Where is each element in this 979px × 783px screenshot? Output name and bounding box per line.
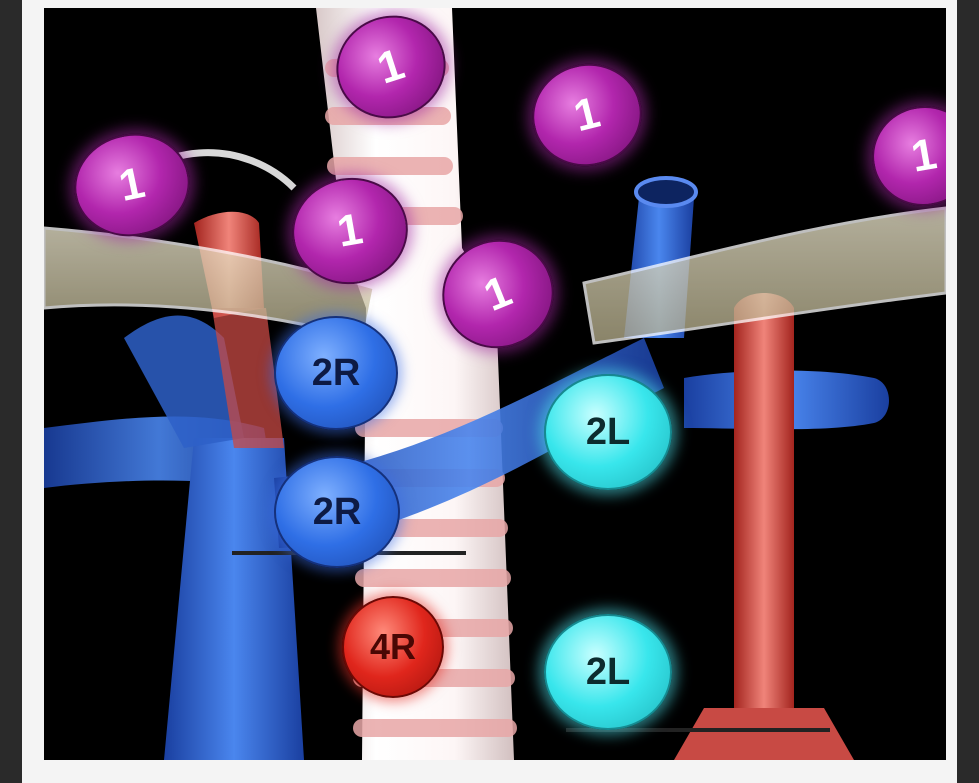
station-label: 1 <box>477 266 518 322</box>
station-label: 1 <box>372 39 411 94</box>
station-label: 2R <box>312 352 361 395</box>
station-2l-node: 2L <box>544 374 672 490</box>
station-label: 1 <box>334 204 367 257</box>
station-label: 4R <box>370 626 416 668</box>
station-label: 2L <box>586 651 630 694</box>
station-label: 1 <box>908 129 941 182</box>
diagram-canvas: 1 1 1 1 1 1 1 2R 2R 2L 2L 4R <box>44 8 946 760</box>
station-label: 2R <box>313 491 362 534</box>
station-label: 1 <box>115 158 149 212</box>
station-label: 1 <box>569 88 605 142</box>
station-2r-node: 2R <box>274 316 398 430</box>
station-2r-node: 2R <box>274 456 400 568</box>
left-subclavian-artery <box>674 293 854 760</box>
station-2l-node: 2L <box>544 614 672 730</box>
station-label: 2L <box>586 411 630 454</box>
anatomy-illustration <box>44 8 946 760</box>
station-4r-node: 4R <box>342 596 444 698</box>
